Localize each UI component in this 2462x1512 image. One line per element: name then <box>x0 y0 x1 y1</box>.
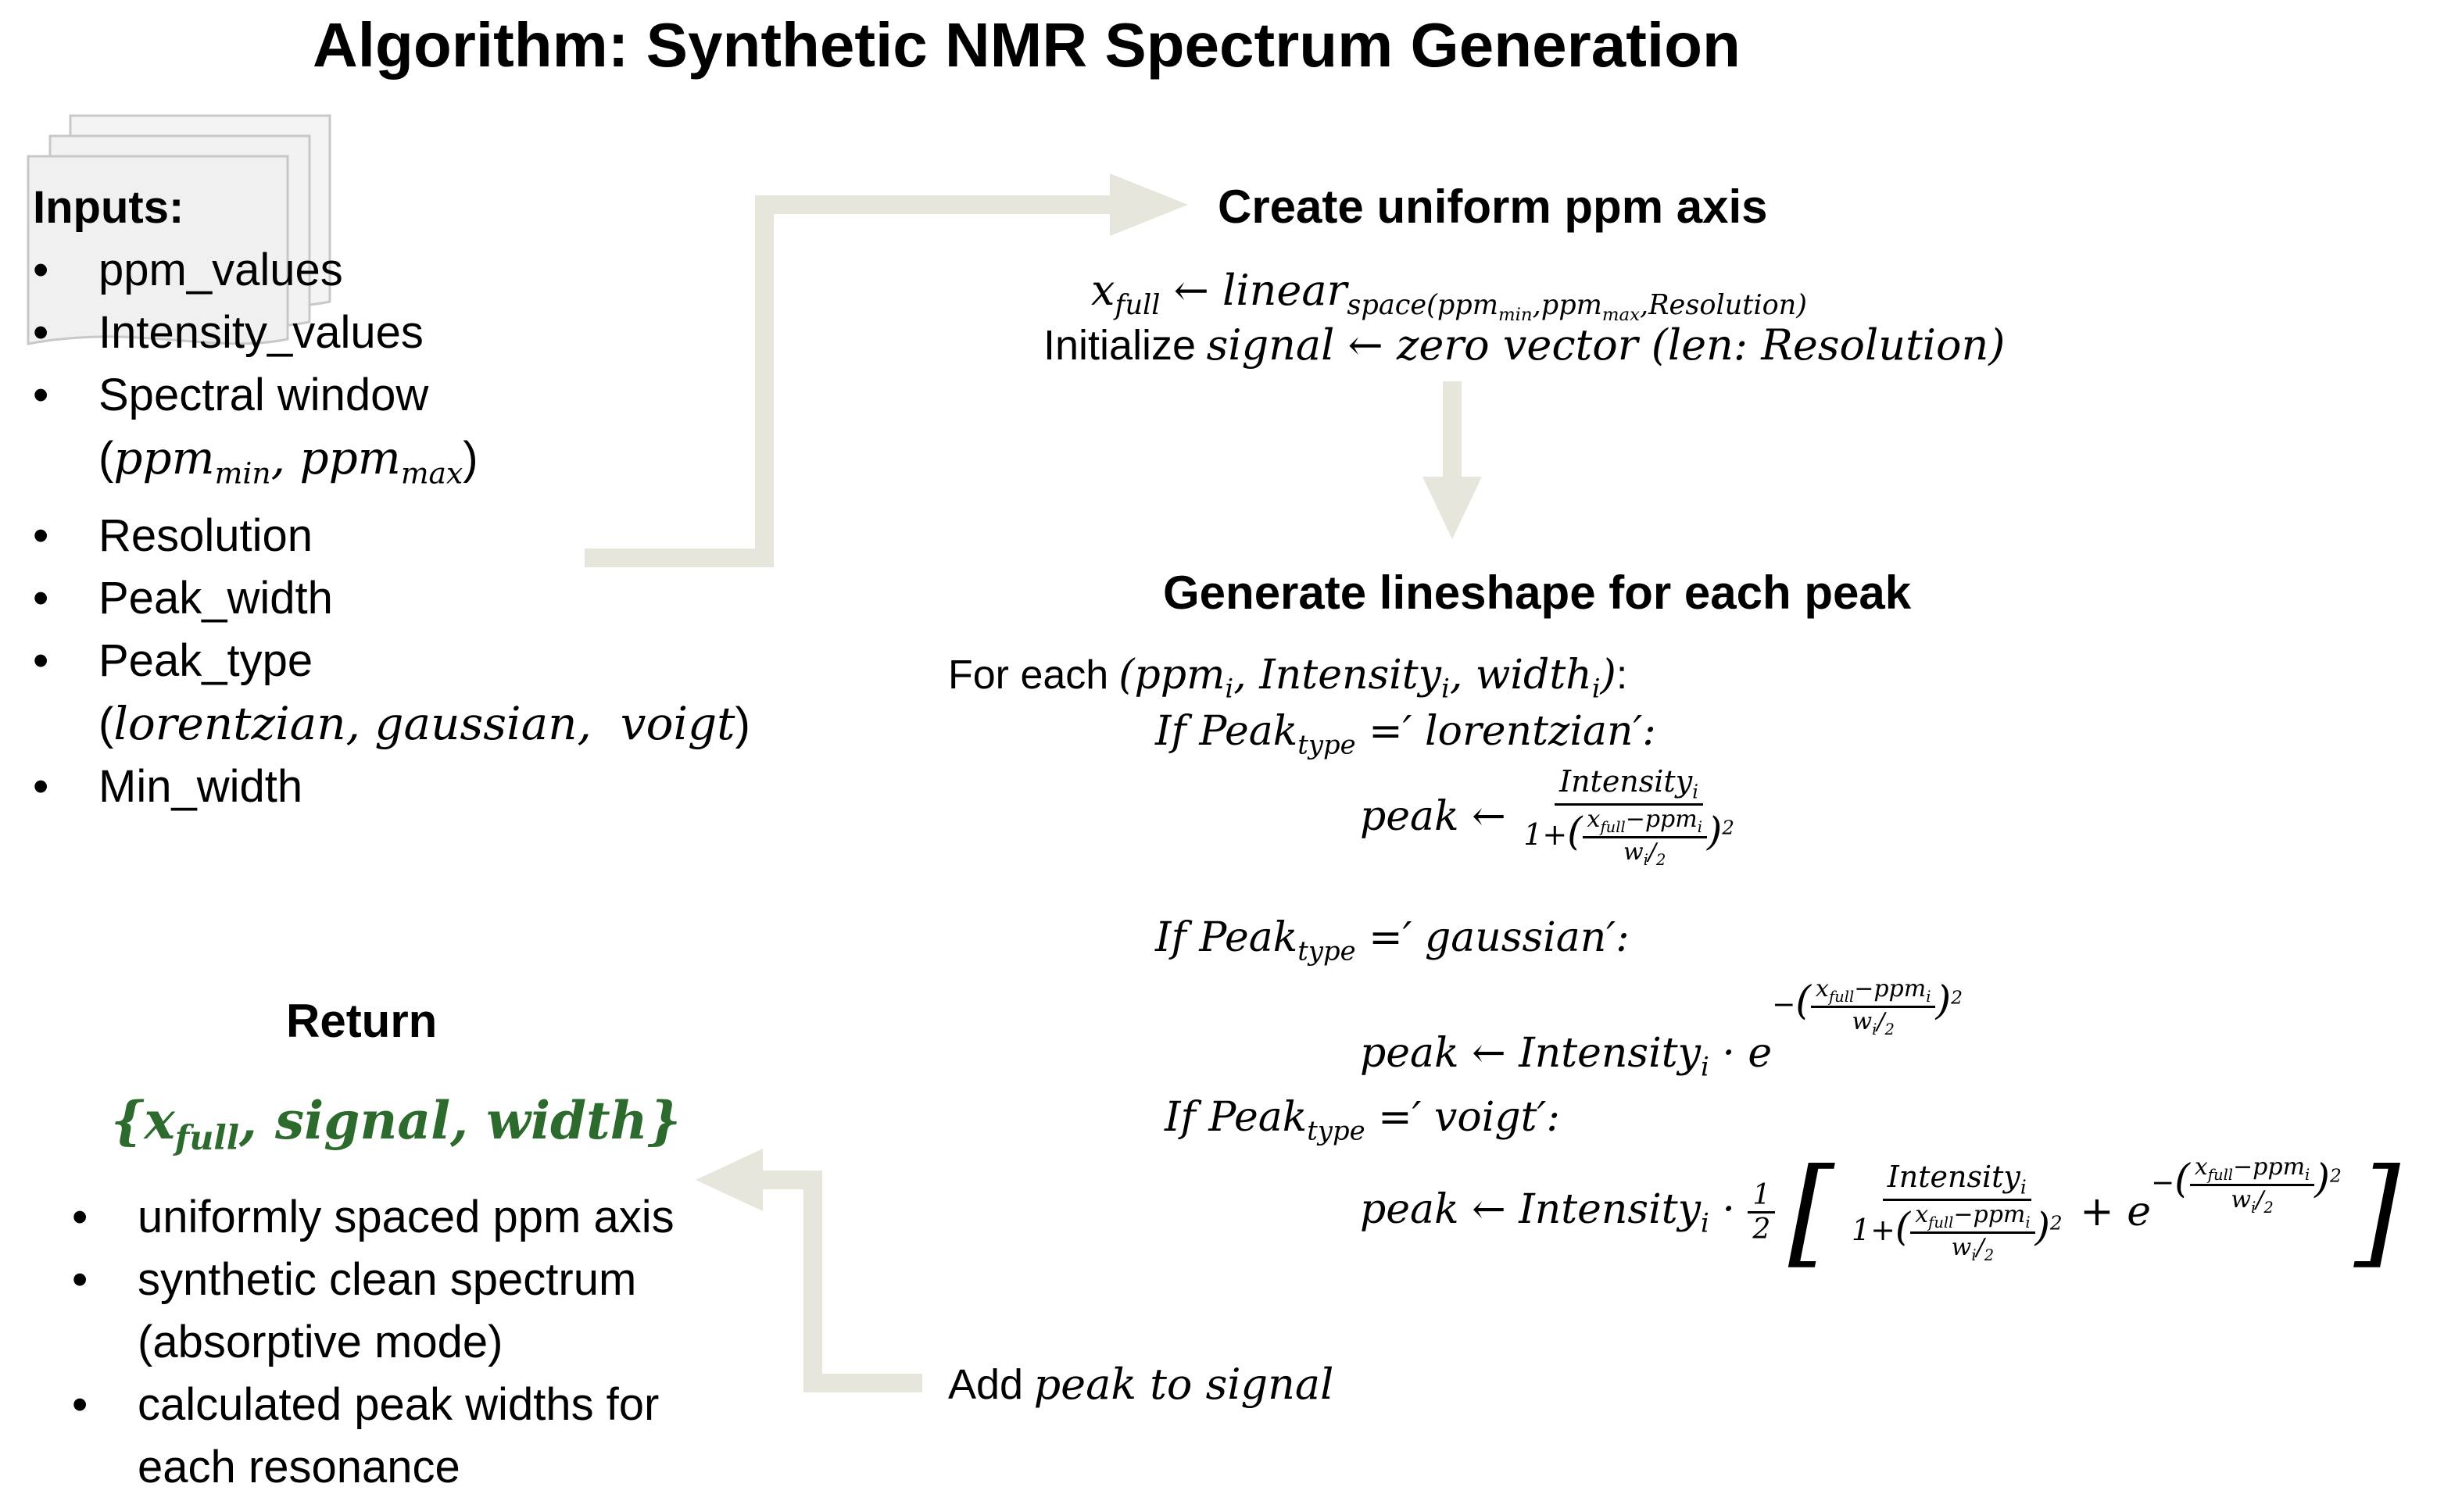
for-each-label: For each <box>948 652 1109 698</box>
add-label: Add <box>948 1361 1024 1408</box>
generate-lineshape-heading: Generate lineshape for each peak <box>1163 567 1912 619</box>
input-peak-type-args: (lorentzian, gaussian, voigt) <box>98 696 750 750</box>
input-min-width: Min_width <box>33 756 750 818</box>
axis-equation: xfull ← linearspace(ppmmin,ppmmax,Resolu… <box>1091 266 1807 325</box>
inputs-list: Inputs: ppm_values Intensity_values Spec… <box>33 177 750 818</box>
arrowhead-generate <box>1422 477 1482 539</box>
arrowhead-return <box>696 1149 763 1211</box>
init-label: Initialize <box>1043 322 1197 369</box>
output-widths: calculated peak widths for <box>72 1374 675 1436</box>
output-spectrum: synthetic clean spectrum <box>72 1249 675 1311</box>
arrow-add-to-return <box>750 1171 922 1392</box>
arrowhead-create <box>1110 173 1188 236</box>
for-each-line: For each (ppmi, Intensityi, widthi): <box>948 652 1628 704</box>
diagram-title: Algorithm: Synthetic NMR Spectrum Genera… <box>313 10 1741 80</box>
input-spectral-window-args: (ppmmin, ppmmax) <box>98 431 478 491</box>
add-expression: peak to signal <box>1033 1360 1334 1409</box>
input-intensity-values: Intensity_values <box>33 302 750 364</box>
return-heading: Return <box>286 995 438 1047</box>
output-axis: uniformly spaced ppm axis <box>72 1186 675 1249</box>
return-set: {xfull, signal, width} <box>111 1090 682 1159</box>
output-widths-cont: each resonance <box>138 1442 460 1492</box>
init-equation: Initialize signal ← zero vector (len: Re… <box>1043 320 2006 370</box>
return-outputs-list: uniformly spaced ppm axis synthetic clea… <box>72 1186 675 1499</box>
input-peak-width: Peak_width <box>33 567 750 630</box>
input-peak-type: Peak_type <box>33 630 750 692</box>
input-ppm-values: ppm_values <box>33 239 750 302</box>
input-spectral-window: Spectral window <box>33 364 750 427</box>
if-voigt: If Peaktype =′ voigt′: <box>1165 1094 1560 1146</box>
if-lorentzian: If Peaktype =′ lorentzian′: <box>1155 708 1656 760</box>
if-gaussian: If Peaktype =′ gaussian′: <box>1155 914 1630 967</box>
add-peak-step: Add peak to signal <box>948 1360 1333 1409</box>
arrow-inputs-to-create <box>585 195 1125 567</box>
output-spectrum-mode: (absorptive mode) <box>138 1317 503 1367</box>
input-resolution: Resolution <box>33 505 750 567</box>
inputs-heading: Inputs: <box>33 182 184 233</box>
create-axis-heading: Create uniform ppm axis <box>1218 181 1768 233</box>
